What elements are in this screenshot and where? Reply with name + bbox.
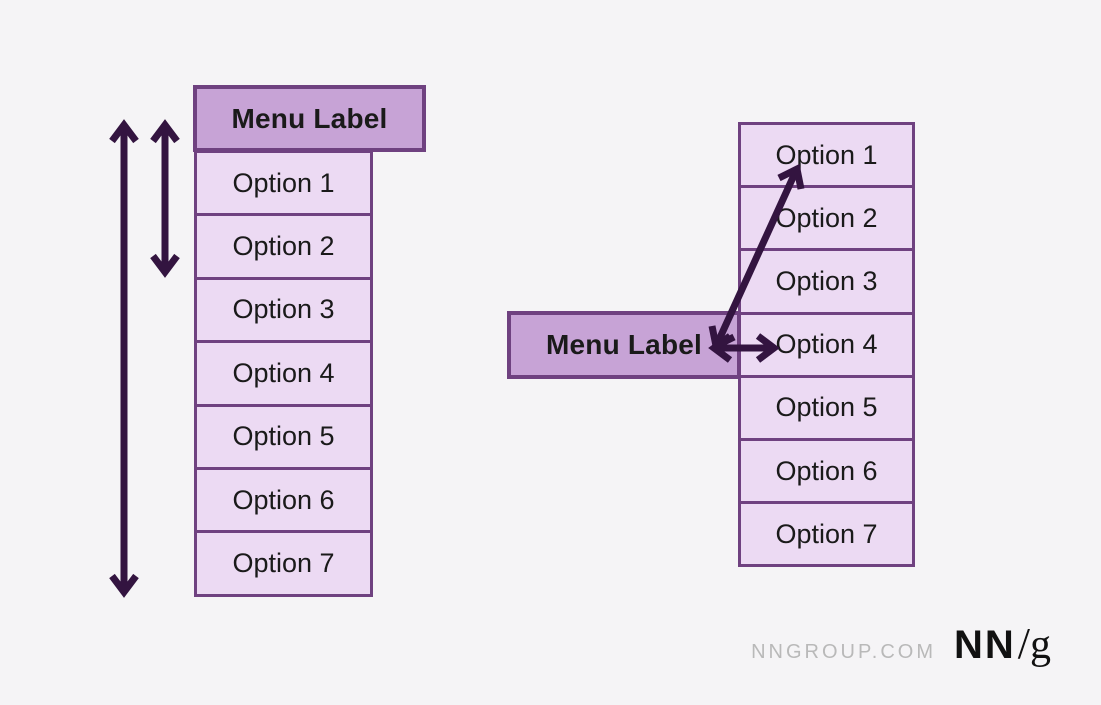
left-menu-option-4[interactable]: Option 4 [194, 340, 373, 407]
nng-logo-nn: NN [953, 623, 1016, 667]
nng-logo-g: g [1030, 622, 1051, 668]
right-menu-option-5[interactable]: Option 5 [738, 374, 915, 441]
right-menu-option-1[interactable]: Option 1 [738, 122, 915, 189]
right-menu-label[interactable]: Menu Label [507, 311, 741, 379]
left-menu-option-2[interactable]: Option 2 [194, 213, 373, 280]
right-menu-option-2[interactable]: Option 2 [738, 185, 915, 252]
right-menu-option-6[interactable]: Option 6 [738, 437, 915, 505]
right-menu-option-7[interactable]: Option 7 [738, 501, 915, 568]
nng-logo: NN/g [954, 618, 1051, 669]
footer-branding: NNGROUP.COM NN/g [751, 618, 1051, 669]
double-arrow-vertical-short-icon [150, 119, 180, 278]
right-menu-options: Option 1 Option 2 Option 3 Option 4 Opti… [738, 122, 915, 568]
left-menu-options: Option 1 Option 2 Option 3 Option 4 Opti… [194, 150, 373, 597]
nngroup-site-text: NNGROUP.COM [751, 641, 936, 663]
double-arrow-vertical-long-icon [109, 119, 139, 598]
nng-logo-slash: / [1017, 619, 1030, 668]
right-menu-option-4[interactable]: Option 4 [738, 311, 915, 378]
left-menu-option-7[interactable]: Option 7 [194, 530, 373, 597]
left-menu-option-1[interactable]: Option 1 [194, 150, 373, 217]
left-menu-option-3[interactable]: Option 3 [194, 276, 373, 344]
left-menu-label[interactable]: Menu Label [193, 85, 426, 152]
left-menu-option-5[interactable]: Option 5 [194, 403, 373, 470]
left-menu-option-6[interactable]: Option 6 [194, 466, 373, 534]
right-menu-option-3[interactable]: Option 3 [738, 248, 915, 315]
